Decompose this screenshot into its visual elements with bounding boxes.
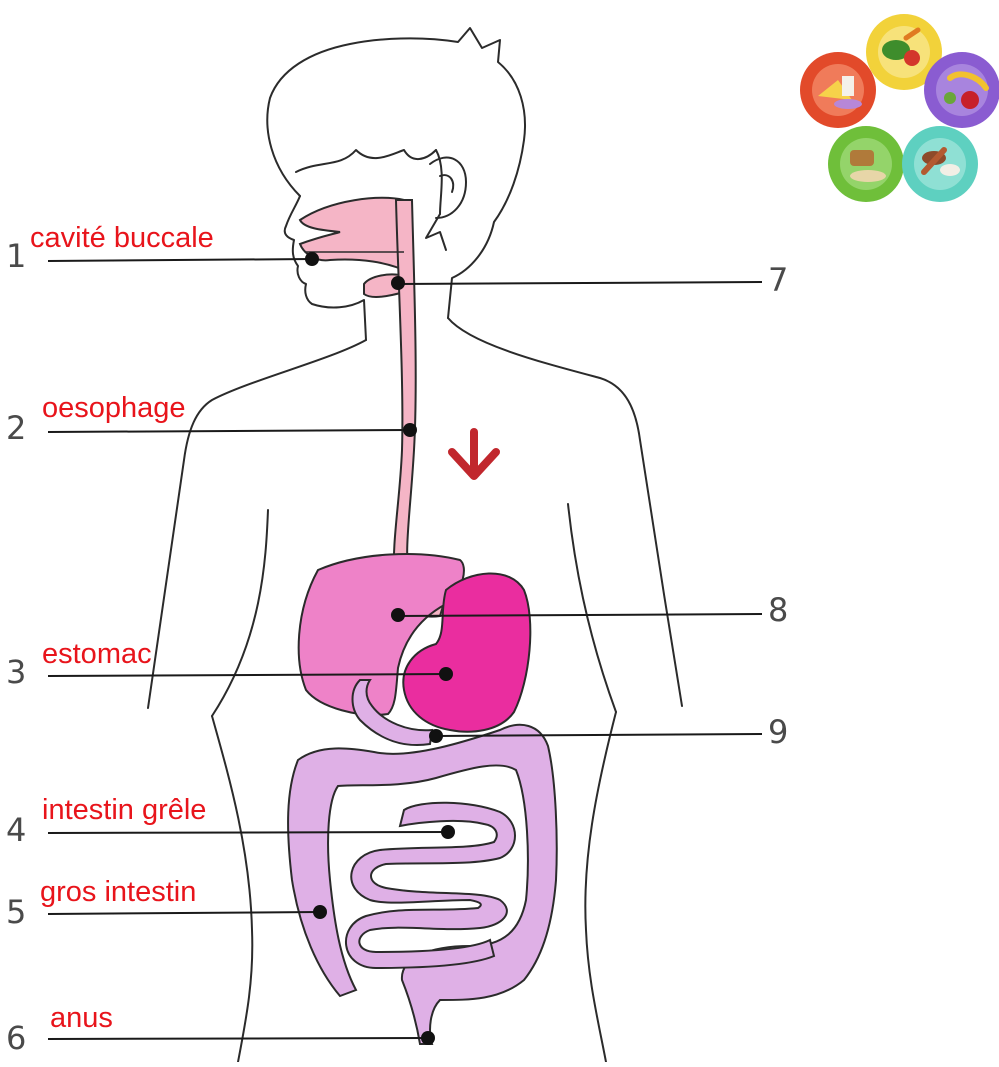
body-outline [148,28,682,1062]
label-number-4: 4 [6,814,26,846]
down-arrow-icon [452,432,496,476]
label-cavite-buccale: cavité buccale [30,224,214,253]
label-number-3: 3 [6,656,26,688]
label-number-2: 2 [6,412,26,444]
label-number-9: 9 [768,716,788,748]
food-groups-icon [800,14,999,202]
label-number-8: 8 [768,594,788,626]
label-gros-intestin: gros intestin [40,878,196,907]
label-intestin-grele: intestin grêle [42,796,206,825]
label-number-7: 7 [768,264,788,296]
small-intestine [346,803,515,968]
label-number-6: 6 [6,1022,26,1054]
large-intestine [288,725,557,1044]
label-number-1: 1 [6,240,26,272]
label-anus: anus [50,1004,113,1033]
label-oesophage: oesophage [42,394,186,423]
label-number-5: 5 [6,896,26,928]
label-estomac: estomac [42,640,152,669]
